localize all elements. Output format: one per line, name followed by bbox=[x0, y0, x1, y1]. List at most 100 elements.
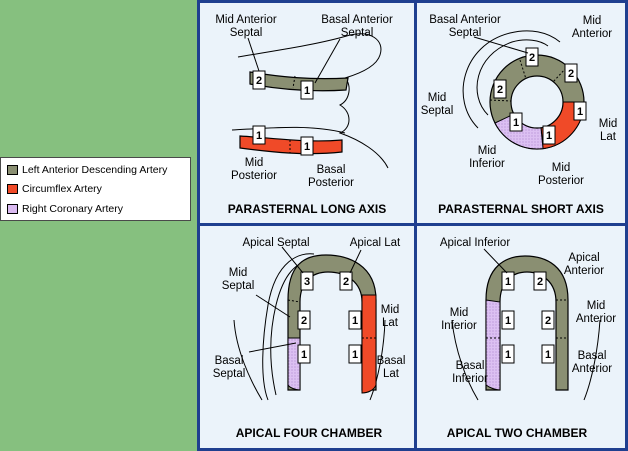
plax-valve-outline bbox=[338, 77, 389, 169]
a2c-apical-anterior-box bbox=[533, 271, 547, 291]
legend-item-lad: Left Anterior Descending Artery bbox=[7, 164, 167, 176]
plax-septum-segment bbox=[249, 71, 349, 92]
psax-diagram: 2 2 2 1 1 1 Basal Anterior Septal Mid An… bbox=[421, 14, 618, 216]
a4c-apical-septal-box bbox=[300, 271, 314, 291]
psax-mid-posterior-box bbox=[542, 125, 556, 145]
psax-basal-anterior-septal-number: 2 bbox=[529, 52, 535, 64]
a2c-mid-inferior-number: 1 bbox=[505, 315, 511, 327]
psax-label-basal-anterior-septal-1: Basal Anterior bbox=[429, 14, 501, 26]
a4c-apical-septal-number: 3 bbox=[304, 276, 310, 288]
a4c-basal-septal-number: 1 bbox=[301, 349, 307, 361]
a4c-label-mid-septal-1: Mid bbox=[229, 267, 248, 279]
plax-label-mid-posterior-2: Posterior bbox=[231, 170, 277, 182]
a2c-label-basal-anterior-2: Anterior bbox=[572, 363, 612, 375]
psax-label-mid-anterior-2: Anterior bbox=[572, 28, 612, 40]
a2c-basal-inferior-box bbox=[501, 344, 515, 364]
a2c-basal-inferior-number: 1 bbox=[505, 349, 511, 361]
a2c-leader-apical-inferior bbox=[483, 248, 508, 274]
a4c-la-outline bbox=[369, 319, 386, 401]
a4c-ra-outline bbox=[233, 319, 263, 401]
plax-mid-anterior-septal-number: 2 bbox=[256, 75, 262, 87]
a4c-leader-basal-septal bbox=[248, 342, 297, 353]
a4c-mid-lat-box bbox=[348, 310, 362, 330]
psax-mid-inferior-box bbox=[509, 112, 523, 132]
a2c-apical-anterior-number: 2 bbox=[537, 276, 543, 288]
a2c-label-basal-inferior-1: Basal bbox=[456, 360, 485, 372]
a2c-label-basal-anterior-1: Basal bbox=[578, 350, 607, 362]
plax-leader-mid-anterior-septal bbox=[247, 37, 260, 72]
psax-divider-2 bbox=[552, 67, 567, 83]
a2c-label-mid-anterior-1: Mid bbox=[587, 300, 606, 312]
a2c-label-mid-anterior-2: Anterior bbox=[576, 313, 616, 325]
rca-swatch bbox=[7, 204, 18, 214]
a4c-basal-lat-box bbox=[348, 344, 362, 364]
a4c-diagram: 3 2 2 1 1 1 Apical Septal Apical Lat Mid… bbox=[213, 237, 406, 440]
plax-label-basal-anterior-septal-1: Basal Anterior bbox=[321, 14, 393, 26]
a2c-label-basal-inferior-2: Inferior bbox=[452, 373, 488, 385]
circumflex-swatch bbox=[7, 184, 18, 194]
a4c-circumflex-segment bbox=[361, 294, 377, 394]
a2c-apical-inferior-number: 1 bbox=[505, 276, 511, 288]
a2c-mid-anterior-number: 2 bbox=[545, 315, 551, 327]
legend-item-rca: Right Coronary Artery bbox=[7, 203, 123, 215]
a2c-label-mid-inferior-1: Mid bbox=[450, 307, 469, 319]
plax-label-mid-anterior-septal-1: Mid Anterior bbox=[215, 14, 277, 26]
a2c-diagram: 1 2 1 2 1 1 Apical Inferior Apical Anter… bbox=[440, 237, 616, 440]
legend-label-rca: Right Coronary Artery bbox=[22, 203, 123, 215]
plax-basal-posterior-box bbox=[300, 136, 314, 156]
a4c-title: APICAL FOUR CHAMBER bbox=[236, 426, 383, 440]
psax-divider-3 bbox=[489, 99, 512, 102]
a4c-basal-lat-number: 1 bbox=[352, 349, 358, 361]
plax-panel bbox=[200, 3, 414, 223]
a4c-mid-septal-number: 2 bbox=[301, 315, 307, 327]
a4c-label-basal-septal-1: Basal bbox=[215, 355, 244, 367]
a2c-rca-segment bbox=[485, 299, 501, 391]
a4c-leader-mid-septal bbox=[255, 294, 291, 318]
a2c-la-outline-right bbox=[583, 319, 601, 401]
a4c-rv-outline bbox=[262, 253, 315, 401]
plax-mid-posterior-number: 1 bbox=[256, 130, 262, 142]
a4c-apical-lat-number: 2 bbox=[343, 276, 349, 288]
psax-label-mid-inferior-1: Mid bbox=[478, 145, 497, 157]
a2c-basal-anterior-box bbox=[541, 344, 555, 364]
psax-label-mid-septal-2: Septal bbox=[421, 105, 454, 117]
a2c-label-apical-anterior-1: Apical bbox=[568, 252, 599, 264]
a4c-label-basal-lat-2: Lat bbox=[383, 368, 400, 380]
plax-outline-bottom bbox=[231, 126, 346, 134]
psax-mid-septal-box bbox=[493, 79, 507, 99]
a4c-apical-lat-box bbox=[339, 271, 353, 291]
a2c-mid-inferior-box bbox=[501, 310, 515, 330]
legend-label-lad: Left Anterior Descending Artery bbox=[22, 164, 168, 176]
a4c-label-mid-septal-2: Septal bbox=[222, 280, 255, 292]
a2c-label-apical-inferior: Apical Inferior bbox=[440, 237, 510, 249]
legend-item-circumflex: Circumflex Artery bbox=[7, 183, 102, 195]
psax-mid-anterior-box bbox=[564, 63, 578, 83]
psax-label-mid-septal-1: Mid bbox=[428, 92, 447, 104]
a2c-mid-anterior-box bbox=[541, 310, 555, 330]
a2c-la-outline-left bbox=[451, 319, 479, 401]
psax-rv-outline-inner bbox=[476, 39, 549, 116]
a4c-label-basal-lat-1: Basal bbox=[377, 355, 406, 367]
psax-mid-inferior-number: 1 bbox=[513, 117, 519, 129]
a2c-label-apical-anterior-2: Anterior bbox=[564, 265, 604, 277]
a2c-title: APICAL TWO CHAMBER bbox=[447, 426, 588, 440]
psax-title: PARASTERNAL SHORT AXIS bbox=[438, 202, 604, 216]
plax-leader-basal-anterior-septal bbox=[314, 38, 341, 84]
lad-swatch bbox=[7, 165, 18, 175]
legend-label-circumflex: Circumflex Artery bbox=[22, 183, 102, 195]
psax-label-mid-lat-2: Lat bbox=[600, 131, 617, 143]
plax-label-mid-posterior-1: Mid bbox=[245, 157, 264, 169]
plax-label-basal-posterior-2: Posterior bbox=[308, 177, 354, 189]
a4c-mid-lat-number: 1 bbox=[352, 315, 358, 327]
psax-mid-posterior-number: 1 bbox=[546, 130, 552, 142]
plax-outline-top bbox=[237, 33, 382, 79]
a4c-label-basal-septal-2: Septal bbox=[213, 368, 246, 380]
plax-diagram: 2 1 1 1 Mid Anterior Septal Basal Anteri… bbox=[215, 14, 393, 216]
plax-label-basal-posterior-1: Basal bbox=[317, 164, 346, 176]
psax-leader-basal-anterior-septal bbox=[473, 36, 529, 54]
psax-label-mid-inferior-2: Inferior bbox=[469, 158, 505, 170]
psax-mid-lat-box bbox=[573, 101, 587, 121]
psax-mid-lat-number: 1 bbox=[577, 106, 583, 118]
a4c-leader-apical-septal bbox=[281, 246, 304, 274]
